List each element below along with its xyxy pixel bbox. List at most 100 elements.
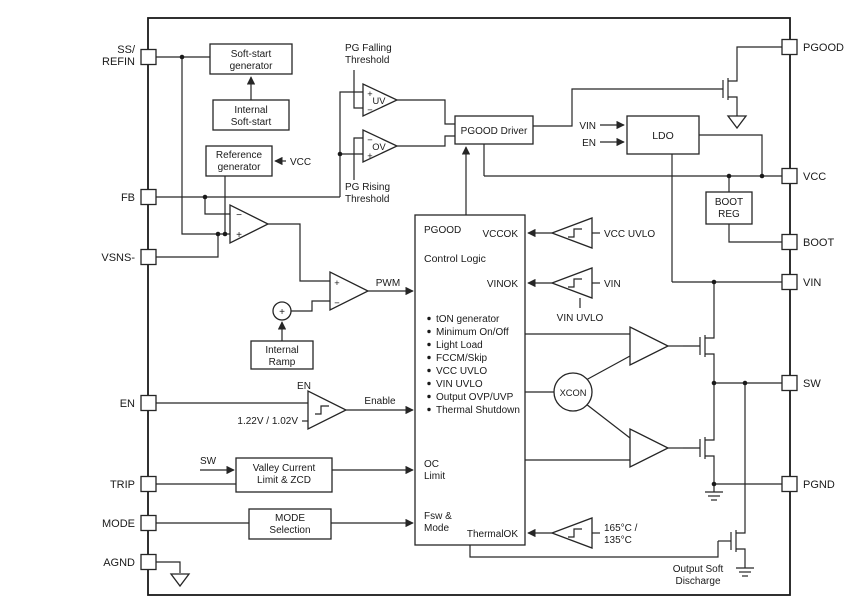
ldo-label: LDO <box>652 130 674 142</box>
pin-label-pgnd: PGND <box>803 479 835 491</box>
pin-trip <box>140 475 157 493</box>
reference-generator-label: Reference <box>216 150 263 161</box>
internal-ramp-block: Internal Ramp <box>250 340 314 370</box>
control-oc-label2: Limit <box>424 471 445 482</box>
boot-reg-label2: REG <box>718 209 740 220</box>
bullet-ton-generator: tON generator <box>436 314 500 325</box>
uv-plus: + <box>367 89 372 99</box>
output-soft-discharge-label: Output Soft <box>673 564 724 575</box>
control-bullet-list: tON generator Minimum On/Off Light Load … <box>427 314 520 416</box>
pin-label-agnd: AGND <box>103 557 135 569</box>
pin-label-vcc: VCC <box>803 171 826 183</box>
error-amp-plus: + <box>236 230 242 241</box>
control-thermalok-label: ThermalOK <box>467 529 518 540</box>
error-amp-minus: − <box>236 210 242 221</box>
pin-label-ss: SS/ <box>117 44 136 56</box>
pin-ss-refin <box>140 48 157 66</box>
control-logic-title: Control Logic <box>424 253 486 265</box>
vin-comparator-icon <box>550 267 593 299</box>
mode-selection-label2: Selection <box>269 525 310 536</box>
xcon-block: XCON <box>553 372 593 412</box>
ldo-vin-input-label: VIN <box>579 121 596 132</box>
pin-pgnd <box>781 475 798 493</box>
control-vccok-label: VCCOK <box>482 229 518 240</box>
internal-ramp-label2: Ramp <box>269 357 296 368</box>
ov-comparator-icon: − + OV <box>362 128 399 164</box>
thermal-threshold-label: 165°C / <box>604 523 638 534</box>
low-side-driver-icon <box>629 427 670 469</box>
boot-reg-block: BOOT REG <box>705 191 753 225</box>
enable-comparator-icon <box>307 389 348 431</box>
pwm-minus: − <box>334 298 339 308</box>
error-amplifier-icon: − + <box>229 203 270 245</box>
high-side-driver-icon <box>629 325 670 367</box>
valley-label: Valley Current <box>253 463 316 474</box>
left-pins: SS/ REFIN FB VSNS- EN TRIP MODE AGND <box>101 44 157 571</box>
pin-vin <box>781 273 798 291</box>
pin-label-pgood: PGOOD <box>803 42 844 54</box>
vcc-uvlo-label: VCC UVLO <box>604 229 655 240</box>
ov-minus: − <box>367 135 372 145</box>
pin-en <box>140 394 157 412</box>
soft-start-generator-block: Soft-start generator <box>209 43 293 75</box>
thermal-threshold-label2: 135°C <box>604 535 632 546</box>
output-soft-discharge-label2: Discharge <box>675 576 720 587</box>
pin-label-mode: MODE <box>102 518 135 530</box>
pgood-ground-icon <box>726 115 748 130</box>
pin-pgood <box>781 38 798 56</box>
pin-vsns <box>140 248 157 266</box>
uv-label: UV <box>373 96 387 106</box>
control-logic-block: PGOOD VCCOK Control Logic VINOK tON gene… <box>414 214 526 546</box>
valley-current-limit-block: Valley Current Limit & ZCD <box>235 457 333 493</box>
internal-soft-start-label: Internal <box>234 105 267 116</box>
soft-start-generator-label2: generator <box>230 61 273 72</box>
discharge-mosfet-icon <box>718 517 746 565</box>
bullet-vin-uvlo: VIN UVLO <box>436 379 483 390</box>
pin-label-en: EN <box>120 398 135 410</box>
en-signal-label: EN <box>297 381 311 392</box>
pin-mode <box>140 514 157 532</box>
pgood-mosfet-icon <box>706 65 738 113</box>
pin-label-boot: BOOT <box>803 237 834 249</box>
pin-label-sw: SW <box>803 378 821 390</box>
ov-label: OV <box>372 142 386 152</box>
ic-boundary <box>147 17 791 596</box>
pgood-driver-label: PGOOD Driver <box>461 126 528 137</box>
pg-falling-threshold-label2: Threshold <box>345 55 389 66</box>
internal-ramp-label: Internal <box>265 345 298 356</box>
pin-label-fb: FB <box>121 192 135 204</box>
discharge-ground-icon <box>736 567 754 577</box>
boot-reg-label: BOOT <box>715 197 743 208</box>
pg-rising-threshold-label: PG Rising <box>345 182 390 193</box>
pin-boot <box>781 233 798 251</box>
agnd-ground-icon <box>169 573 191 588</box>
pin-label-vin: VIN <box>803 277 821 289</box>
pwm-comparator-icon: + − <box>329 270 370 312</box>
pg-falling-threshold-label: PG Falling <box>345 43 392 54</box>
control-pgood-label: PGOOD <box>424 225 461 236</box>
reference-generator-label2: generator <box>218 162 261 173</box>
enable-signal-label: Enable <box>364 396 396 407</box>
bullet-vcc-uvlo: VCC UVLO <box>436 366 487 377</box>
reference-vcc-label: VCC <box>290 157 311 168</box>
control-oc-label: OC <box>424 459 439 470</box>
vin-input-label: VIN <box>604 279 621 290</box>
bullet-thermal-shutdown: Thermal Shutdown <box>436 405 520 416</box>
control-fsw-label2: Mode <box>424 523 449 534</box>
summer-plus: + <box>279 307 285 318</box>
valley-label2: Limit & ZCD <box>257 475 311 486</box>
mode-selection-label: MODE <box>275 513 305 524</box>
pwm-plus: + <box>334 278 339 288</box>
pin-label-trip: TRIP <box>110 479 135 491</box>
vin-uvlo-label: VIN UVLO <box>557 313 604 324</box>
vcc-uvlo-comparator-icon <box>550 217 593 249</box>
pin-fb <box>140 188 157 206</box>
right-pins: PGOOD VCC BOOT VIN SW PGND <box>781 38 844 493</box>
control-fsw-label: Fsw & <box>424 511 452 522</box>
control-vinok-label: VINOK <box>487 279 518 290</box>
bullet-fccm-skip: FCCM/Skip <box>436 353 488 364</box>
reference-generator-block: Reference generator VCC <box>205 145 311 177</box>
bullet-light-load: Light Load <box>436 340 483 351</box>
